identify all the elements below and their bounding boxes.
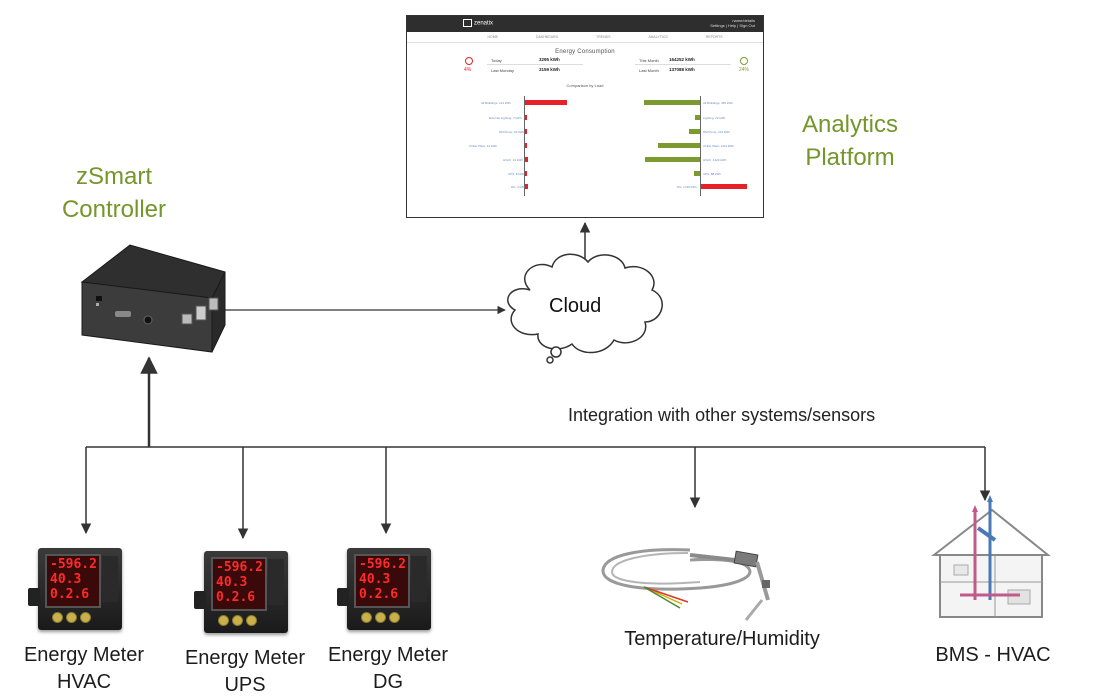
left-load-bar [525, 100, 567, 105]
right-load-bar [694, 171, 700, 176]
energy-meter-image: -596.2 40.3 0.2.6 [194, 551, 288, 633]
up-indicator-icon [740, 57, 748, 65]
nav-item: ANALYTICS [648, 35, 668, 39]
left-load-bar [525, 171, 527, 176]
dashboard-subtitle: Comparison by Load [566, 83, 604, 88]
left-row-label: Today [491, 58, 502, 63]
nav-item: HOME [487, 35, 498, 39]
right-load-label: DM Pump, 213 kWh [703, 130, 730, 134]
right-load-bar [689, 129, 700, 134]
left-load-bar [525, 157, 528, 162]
right-load-bar [658, 143, 700, 148]
right-percent: 24% [739, 67, 750, 73]
dashboard-nav: HOME DASHBOARD TRENDS ANALYTICS REPORTS [407, 32, 763, 43]
down-indicator-icon [465, 57, 473, 65]
integration-label: Integration with other systems/sensors [568, 405, 876, 425]
nav-item: TRENDS [596, 35, 611, 39]
dashboard-header: zenatix name/details Settings | Help | S… [407, 16, 763, 32]
left-load-bar [525, 143, 527, 148]
cloud-label: Cloud [549, 295, 602, 317]
left-percent: 4% [464, 67, 472, 73]
right-load-label: DG, 1740 kWh [677, 185, 697, 189]
energy-meter-image: -596.2 40.3 0.2.6 [337, 548, 431, 630]
device-label-bms: BMS - HVAC [935, 644, 1051, 666]
left-load-label: External Lighting, 7 kWh [489, 116, 522, 120]
left-load-label: HVAC, 24 kWh [503, 158, 523, 162]
device-label-dg: Energy Meter DG [327, 644, 449, 693]
left-load-bar [525, 129, 527, 134]
right-load-bar [645, 157, 700, 162]
left-load-label: DM Pump, 23 kWh [499, 130, 525, 134]
right-load-label: All Buildings, 450 kWh [703, 101, 733, 105]
nav-item: REPORTS [705, 35, 723, 39]
right-load-bar [701, 184, 747, 189]
right-load-bar [695, 115, 700, 120]
cloud-icon [507, 253, 663, 364]
left-load-label: Chiller Plant, 12 kWh [469, 144, 498, 148]
left-row-value: 3159 kWh [539, 67, 560, 72]
analytics-dashboard-screenshot: zenatix name/details Settings | Help | S… [406, 15, 764, 218]
right-row-value: 164252 kWh [669, 57, 695, 62]
right-load-label: Lighting, 22 kWh [703, 116, 726, 120]
device-label-ups: Energy Meter UPS [184, 647, 306, 696]
right-load-label: HVAC, 1420 kWh [703, 158, 727, 162]
nav-item: DASHBOARD [535, 35, 559, 39]
controller-box-image [80, 244, 226, 353]
bms-house-icon [931, 495, 1051, 618]
device-label-temperature: Temperature/Humidity [624, 628, 820, 650]
left-row-label: Last Monday [491, 68, 514, 73]
energy-meter-image: -596.2 40.3 0.2.6 [28, 548, 122, 630]
left-load-bar [525, 115, 527, 120]
right-row-label: Last Month [639, 68, 659, 73]
dashboard-logo: zenatix [463, 19, 493, 27]
left-load-label: All Buildings, 124 kWh [481, 101, 511, 105]
left-load-label: DG, 4 kWh [511, 185, 526, 189]
controller-label: zSmart Controller [61, 163, 167, 223]
right-load-bar [644, 100, 700, 105]
dashboard-title: Energy Consumption [555, 49, 615, 55]
right-row-value: 137088 kWh [669, 67, 695, 72]
platform-label: Analytics Platform [801, 111, 899, 171]
right-row-label: This Month [639, 58, 659, 63]
dashboard-user-menu: name/details Settings | Help | Sign Out [710, 18, 755, 28]
device-label-hvac: Energy Meter HVAC [23, 644, 145, 693]
left-load-label: UPS, 8 kWh [508, 172, 525, 176]
right-load-label: Chiller Plant, 1113 kWh [703, 144, 734, 148]
left-load-bar [525, 184, 528, 189]
temperature-probe-image [601, 548, 770, 621]
left-row-value: 3295 kWh [539, 57, 560, 62]
right-load-label: UPS, 88 kWh [703, 172, 722, 176]
